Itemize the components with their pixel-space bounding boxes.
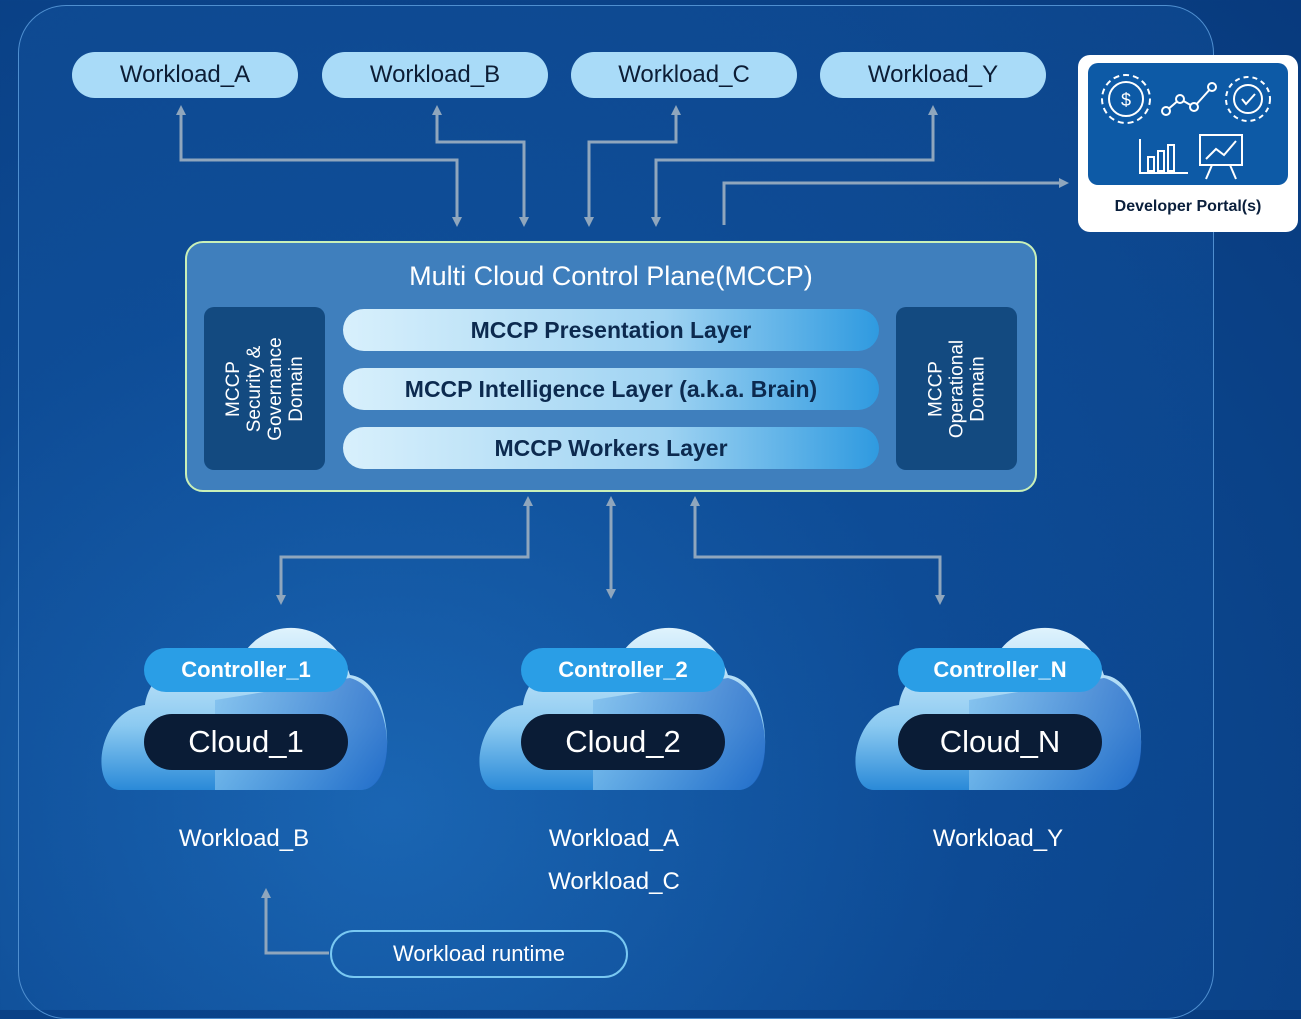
workers-layer: MCCP Workers Layer <box>343 427 879 469</box>
connector-workload-c <box>584 105 681 227</box>
check-gear-icon <box>1225 76 1271 122</box>
cloud-2-workload-c: Workload_C <box>548 868 680 895</box>
controller-2-badge: Controller_2 <box>521 648 725 692</box>
workload-pill-a: Workload_A <box>72 52 298 98</box>
cloud-n-label: Cloud_N <box>898 714 1102 770</box>
dollar-gear-icon: $ <box>1101 74 1151 124</box>
operational-domain-label: MCCP Operational Domain <box>925 339 988 438</box>
portal-icons: $ <box>1101 74 1271 180</box>
operational-domain: MCCP Operational Domain <box>896 307 1017 470</box>
cloud-1-workload: Workload_B <box>178 825 310 852</box>
connector-workload-a <box>176 105 462 227</box>
connector-workload-y <box>651 105 938 227</box>
bar-chart-icon <box>1139 139 1188 174</box>
portal-label: Developer Portal(s) <box>1114 198 1262 215</box>
line-trend-icon <box>1161 82 1217 116</box>
connector-runtime <box>261 888 329 955</box>
workload-pill-c: Workload_C <box>571 52 797 98</box>
presentation-layer: MCCP Presentation Layer <box>343 309 879 351</box>
cloud-2-label: Cloud_2 <box>521 714 725 770</box>
developer-portal: $ <box>1078 55 1298 232</box>
connector-workload-b <box>432 105 529 227</box>
workload-runtime-label: Workload runtime <box>330 930 628 978</box>
security-governance-domain: MCCP Security & Governance Domain <box>204 307 325 470</box>
connector-portal <box>722 178 1069 225</box>
mccp-title: Multi Cloud Control Plane(MCCP) <box>409 261 813 291</box>
intelligence-layer: MCCP Intelligence Layer (a.k.a. Brain) <box>343 368 879 410</box>
connector-cloud-1 <box>276 496 533 605</box>
cloud-n-workload: Workload_Y <box>932 825 1064 852</box>
controller-n-badge: Controller_N <box>898 648 1102 692</box>
security-governance-label: MCCP Security & Governance Domain <box>222 336 307 441</box>
portal-icon-panel: $ <box>1088 63 1288 185</box>
controller-1-badge: Controller_1 <box>144 648 348 692</box>
workload-pill-y: Workload_Y <box>820 52 1046 98</box>
cloud-1-label: Cloud_1 <box>144 714 348 770</box>
workload-pill-b: Workload_B <box>322 52 548 98</box>
svg-text:$: $ <box>1121 90 1131 110</box>
connector-cloud-n <box>690 496 945 605</box>
mccp-box: Multi Cloud Control Plane(MCCP) MCCP Sec… <box>185 241 1037 492</box>
cloud-2-workload-a: Workload_A <box>548 825 680 852</box>
presentation-board-icon <box>1199 134 1243 180</box>
